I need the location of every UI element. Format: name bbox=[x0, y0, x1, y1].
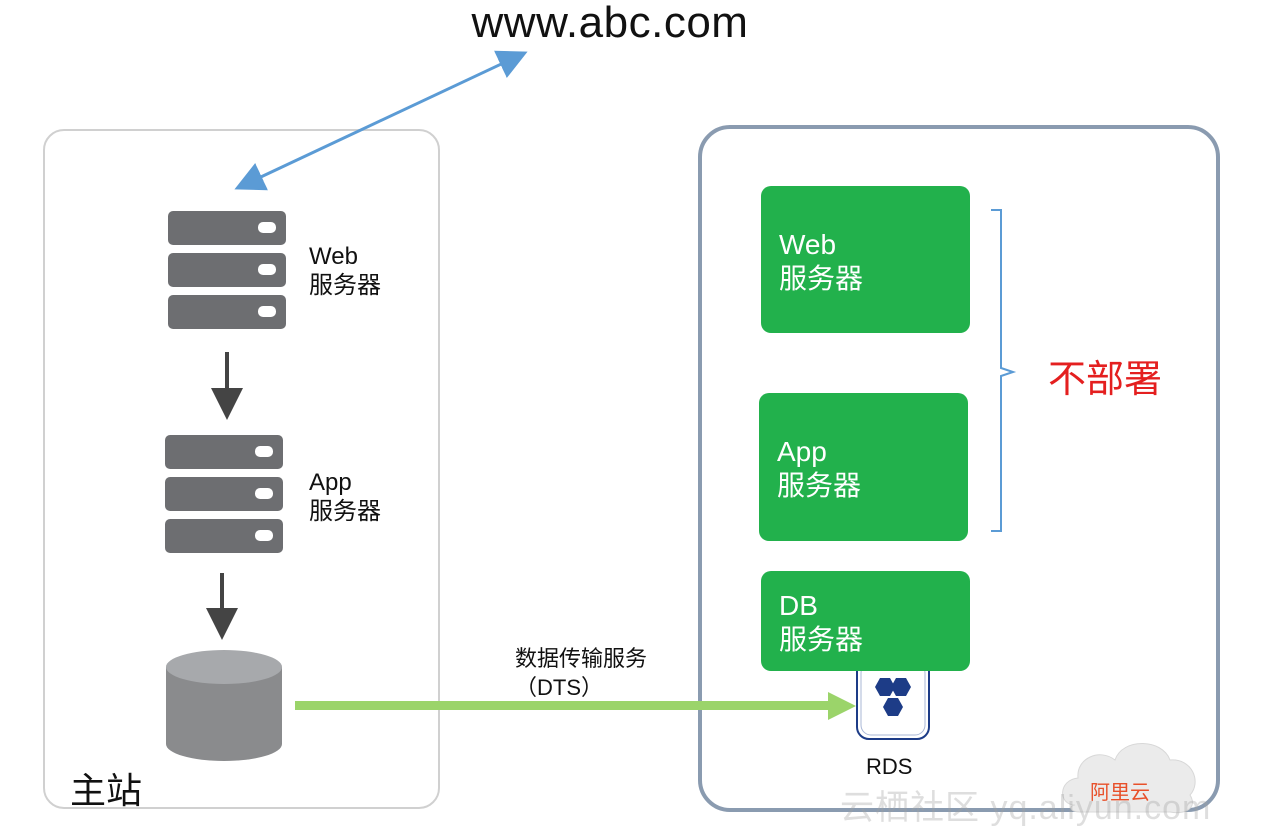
rds-icon bbox=[856, 658, 930, 740]
cloud-web-server-box: Web 服务器 bbox=[761, 186, 970, 333]
dts-arrow bbox=[295, 692, 856, 720]
cloud-db-server-box: DB 服务器 bbox=[761, 571, 970, 671]
cloud-db-server-line2: 服务器 bbox=[779, 624, 864, 655]
dts-label-line1: 数据传输服务 bbox=[515, 646, 648, 671]
app-server-icon bbox=[165, 435, 283, 553]
internet-arrow bbox=[234, 50, 528, 191]
web-server-icon bbox=[168, 211, 286, 329]
cloud-web-server-line2: 服务器 bbox=[779, 263, 864, 294]
main-site-title: 主站 bbox=[70, 770, 143, 811]
database-icon bbox=[166, 650, 282, 761]
main-app-server-label-line2: 服务器 bbox=[309, 498, 381, 525]
watermark: 云栖社区 yq.aliyun.com bbox=[840, 789, 1212, 827]
bracket-brace bbox=[991, 209, 1017, 532]
cloud-app-server-line1: App bbox=[777, 436, 827, 467]
main-app-server-label: App 服务器 bbox=[309, 468, 381, 526]
not-deployed-label: 不部署 bbox=[1048, 359, 1163, 401]
cloud-app-server-box: App 服务器 bbox=[759, 393, 968, 541]
site-url: www.abc.com bbox=[471, 0, 749, 47]
cloud-db-server-line1: DB bbox=[779, 590, 818, 621]
rds-label: RDS bbox=[866, 754, 913, 779]
main-web-server-label-line2: 服务器 bbox=[309, 272, 381, 299]
main-web-server-label-line1: Web bbox=[309, 243, 358, 270]
cloud-app-server-line2: 服务器 bbox=[777, 470, 862, 501]
cloud-brand-label: 阿里云 bbox=[1090, 782, 1150, 804]
cloud-icon bbox=[1062, 743, 1196, 814]
main-web-server-label: Web 服务器 bbox=[309, 242, 381, 300]
cloud-web-server-line1: Web bbox=[779, 229, 837, 260]
dts-label: 数据传输服务 （DTS） bbox=[515, 644, 647, 702]
main-app-server-label-line1: App bbox=[309, 469, 352, 496]
dts-label-line2: （DTS） bbox=[515, 675, 604, 700]
